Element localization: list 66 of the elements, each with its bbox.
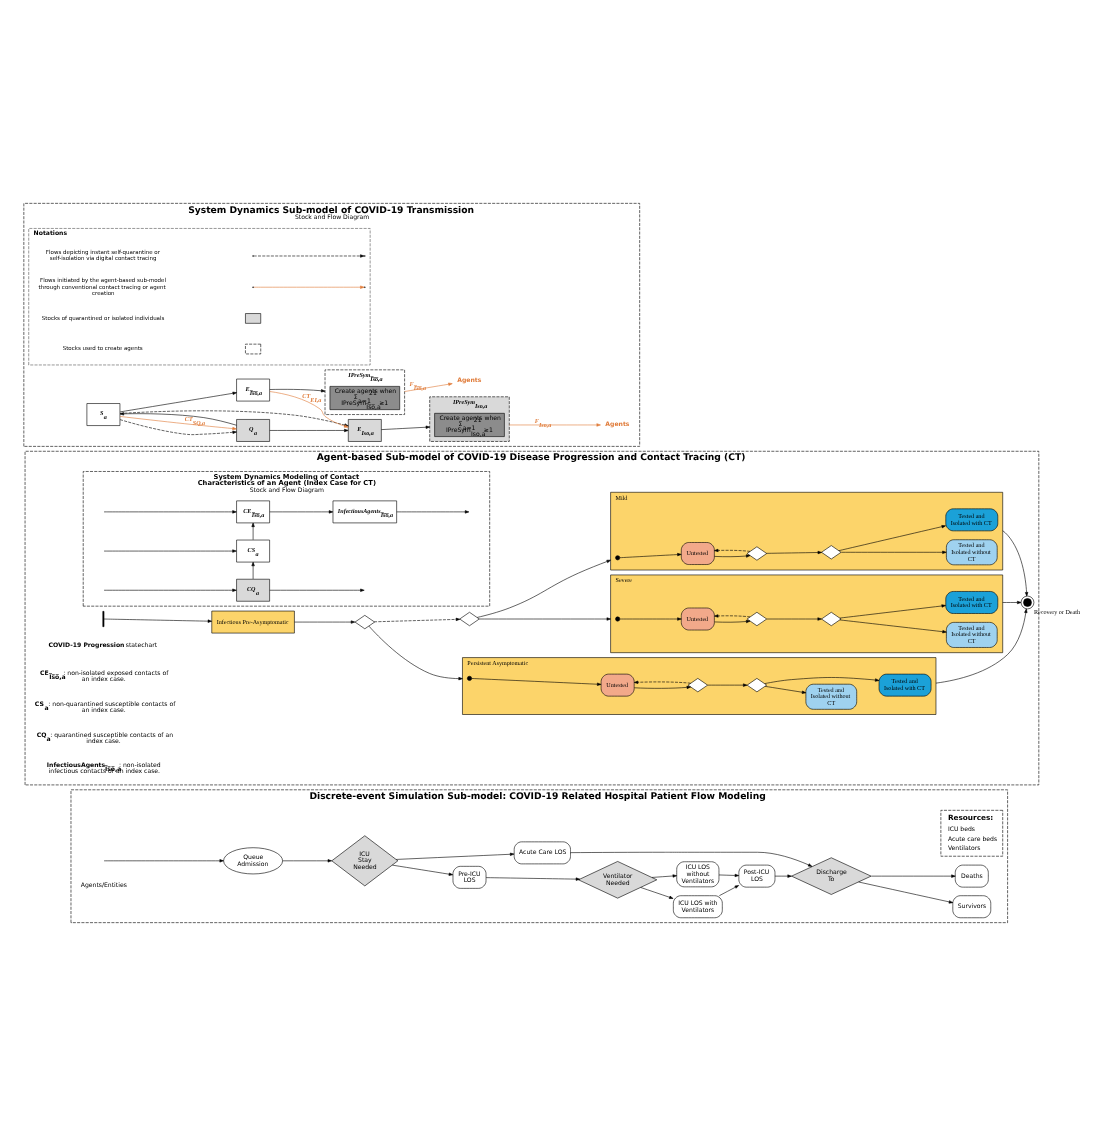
arrow — [381, 425, 430, 430]
arrow — [269, 510, 334, 514]
arrow — [651, 874, 677, 878]
arrow — [870, 874, 956, 878]
arrow — [269, 428, 349, 433]
arrow — [269, 588, 365, 592]
arrow — [392, 864, 454, 876]
arrow — [103, 510, 237, 514]
arrow — [404, 382, 453, 392]
arrow — [395, 852, 515, 860]
arrow — [570, 851, 813, 867]
node-bar — [102, 611, 105, 627]
arrow — [858, 881, 954, 904]
node-diamond — [821, 545, 842, 560]
arrow — [839, 604, 946, 619]
arrow — [509, 423, 601, 427]
node-diamond — [459, 611, 480, 627]
arrow — [103, 859, 224, 863]
arrow — [479, 617, 611, 621]
arrow — [119, 419, 237, 435]
arrow — [935, 608, 1028, 684]
arrow — [294, 620, 356, 624]
arrow — [633, 680, 691, 684]
arrow — [774, 874, 792, 878]
arrow — [714, 554, 751, 558]
arrow — [1002, 600, 1022, 605]
arrow — [251, 561, 255, 580]
arrow — [119, 412, 237, 426]
arrow — [633, 685, 691, 689]
arrow — [766, 550, 822, 555]
arrow — [640, 887, 674, 899]
arrow — [840, 550, 947, 554]
arrow — [718, 873, 739, 878]
arrow — [103, 618, 212, 623]
node-diamond — [821, 611, 842, 627]
arrow — [619, 553, 682, 558]
arrow — [619, 617, 682, 621]
arrow — [714, 619, 751, 624]
arrow — [251, 522, 255, 541]
arrow — [1002, 530, 1029, 597]
arrow — [103, 549, 237, 553]
node-circle — [615, 555, 621, 561]
arrow — [269, 389, 326, 393]
arrow — [282, 859, 332, 863]
arrow — [714, 614, 751, 618]
arrow — [719, 885, 739, 896]
node-circle — [615, 616, 621, 622]
arrow — [373, 617, 461, 623]
node-circle — [467, 675, 472, 681]
arrow — [119, 416, 237, 431]
arrow — [707, 683, 748, 687]
arrow — [839, 619, 947, 634]
node-diamond — [354, 615, 375, 630]
arrow — [396, 510, 470, 514]
arrow — [764, 677, 880, 684]
arrow — [119, 391, 237, 413]
arrow — [368, 625, 463, 681]
arrow — [714, 548, 751, 553]
arrow — [766, 617, 822, 621]
arrow — [103, 588, 237, 592]
arrow — [476, 559, 611, 618]
arrow — [838, 525, 946, 551]
node-diamond — [746, 678, 767, 693]
arrow — [471, 678, 602, 686]
arrow — [485, 877, 581, 881]
arrow — [764, 686, 807, 694]
